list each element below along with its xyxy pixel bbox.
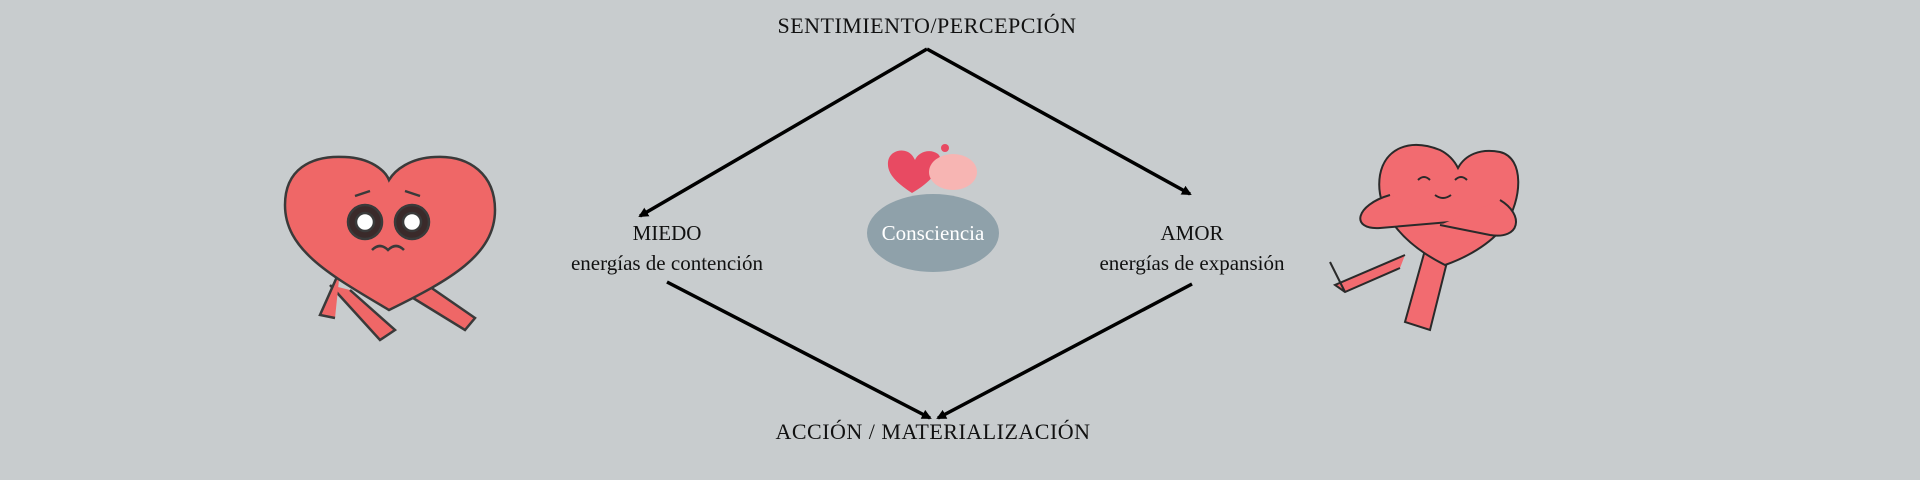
happy-heart-illustration xyxy=(1329,144,1520,332)
heart-and-brain-icon xyxy=(887,144,977,193)
arrow-miedo-to-accion xyxy=(666,280,932,420)
arrow-amor-to-accion xyxy=(936,282,1193,420)
consciencia-label: Consciencia xyxy=(881,220,985,245)
miedo-title: MIEDO xyxy=(632,221,702,245)
node-miedo: MIEDO energías de contención xyxy=(571,218,763,278)
top-label-sentimiento: SENTIMIENTO/PERCEPCIÓN xyxy=(777,13,1077,38)
amor-title: AMOR xyxy=(1160,221,1224,245)
arrow-top-to-miedo xyxy=(638,47,928,218)
arrow-top-to-amor xyxy=(926,47,1192,196)
sad-heart-illustration xyxy=(283,155,497,342)
bottom-label-accion: ACCIÓN / MATERIALIZACIÓN xyxy=(775,419,1091,444)
node-amor: AMOR energías de expansión xyxy=(1099,218,1284,278)
consciencia-ellipse: Consciencia xyxy=(867,194,999,272)
miedo-subtitle: energías de contención xyxy=(570,251,764,275)
amor-subtitle: energías de expansión xyxy=(1099,251,1285,275)
